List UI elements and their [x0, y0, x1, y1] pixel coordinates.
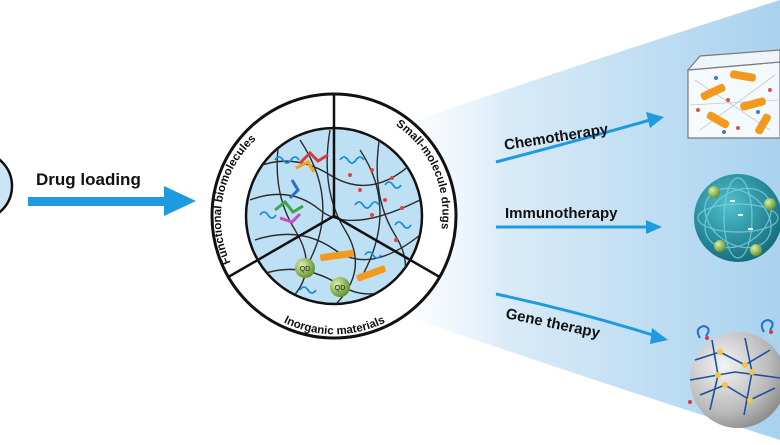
chemotherapy-arrow — [495, 112, 664, 164]
quantum-dot-icon — [295, 258, 350, 297]
nanorod-icons — [320, 249, 386, 282]
immunotherapy-arrow — [496, 220, 662, 234]
left-partial-circle — [0, 158, 14, 214]
chemotherapy-hydrogel-cube-icon — [686, 49, 780, 139]
quantum-dot-label-1: QD — [300, 266, 311, 273]
small-molecule-dots — [348, 168, 404, 242]
quantum-dot-label-2: QD — [335, 285, 346, 292]
protein-cluster-icon — [274, 150, 329, 224]
drug-loading-circle: QD QD Functional biomolecules Small-mole… — [210, 92, 458, 340]
segment-dividers — [227, 94, 441, 279]
immunotherapy-label: Immunotherapy — [505, 205, 618, 222]
biomolecule-squiggles — [259, 156, 412, 294]
expanding-fan-background — [360, 0, 780, 440]
drug-loading-label: Drug loading — [36, 170, 141, 189]
gene-therapy-arrow — [495, 292, 668, 344]
gene-therapy-nanoparticle-icon — [688, 318, 780, 428]
drug-loading-arrow — [28, 186, 196, 216]
immunotherapy-nanogel-sphere-icon — [694, 174, 780, 262]
